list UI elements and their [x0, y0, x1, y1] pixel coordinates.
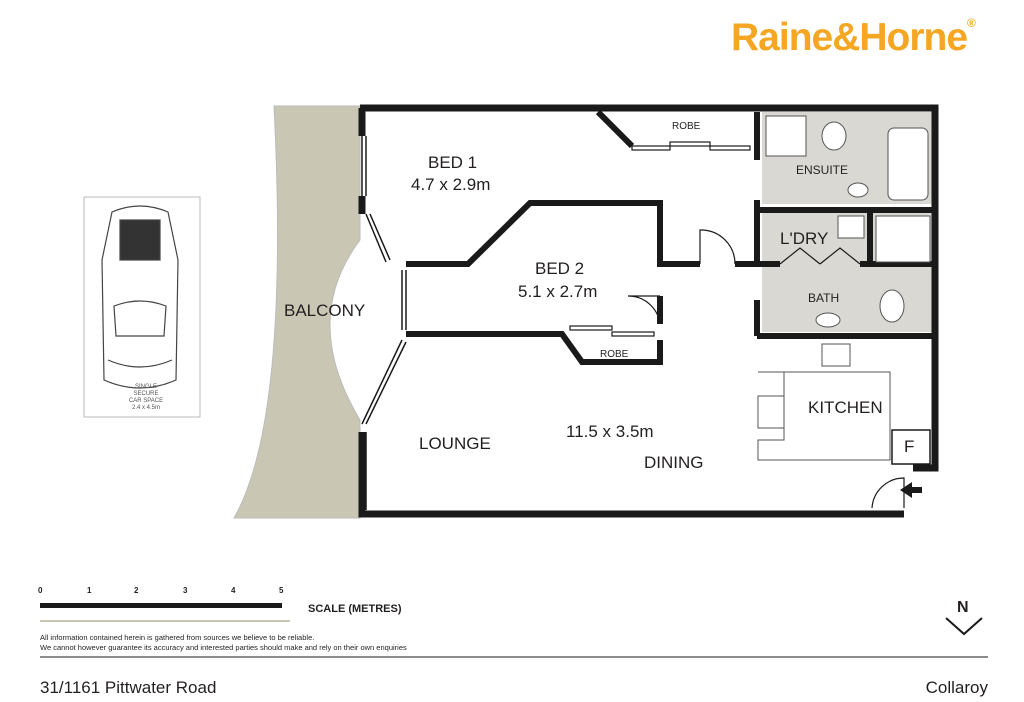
wall-robe1 — [595, 109, 635, 149]
robe2-slider-a — [569, 325, 613, 331]
entry-arrow-icon — [900, 482, 922, 498]
kitchen-cooktop — [821, 343, 851, 367]
scale-tick-4: 4 — [231, 586, 236, 595]
bath-label: BATH — [808, 291, 839, 305]
door-bed2 — [699, 229, 736, 265]
ensuite-toilet — [821, 121, 847, 151]
robe1-slider-c — [709, 145, 751, 151]
scale-tick-3: 3 — [183, 586, 188, 595]
car-icon — [101, 205, 179, 389]
robe2-slider-b — [611, 331, 655, 337]
fridge-label: F — [904, 437, 914, 456]
fridge-box — [891, 429, 931, 465]
scale-label: SCALE (METRES) — [308, 603, 402, 615]
car-line3: CAR SPACE — [129, 398, 163, 404]
dining-label: DINING — [644, 453, 704, 472]
robe1-label: ROBE — [672, 121, 701, 132]
wall-bed2-bottom — [406, 331, 663, 365]
window-bed1 — [361, 136, 367, 196]
robe1-slider-b — [669, 141, 711, 147]
property-suburb: Collaroy — [925, 678, 988, 697]
laundry-label: L'DRY — [780, 229, 828, 248]
car-space-box — [83, 196, 201, 418]
window-bed1-bay — [365, 213, 391, 263]
kitchen-sink — [757, 395, 785, 429]
disclaimer-line2: We cannot however guarantee its accuracy… — [40, 642, 407, 652]
bath-toilet — [879, 289, 905, 323]
window-bed2 — [401, 270, 407, 330]
ensuite-shower — [765, 115, 807, 157]
bed2-label: BED 2 — [535, 259, 584, 278]
scale-bar-line — [40, 603, 282, 608]
outer-wall-top — [360, 104, 939, 472]
car-line4: 2.4 x 4.5m — [132, 405, 160, 411]
scale-tick-1: 1 — [87, 586, 92, 595]
lounge-label: LOUNGE — [419, 434, 491, 453]
window-lounge — [361, 339, 407, 425]
robe1-slider-a — [631, 145, 671, 151]
scale-tick-5: 5 — [279, 586, 284, 595]
bath-floor — [762, 268, 932, 332]
brand-logo: Raine&Horne® — [731, 16, 976, 60]
disclaimer-line1: All information contained herein is gath… — [40, 633, 315, 642]
door-bed2-entry — [627, 295, 661, 325]
scale-bar: 0 1 2 3 4 5 SCALE (METRES) — [38, 586, 402, 622]
car-line1: SINGLE — [135, 384, 157, 390]
balcony-label: BALCONY — [284, 301, 365, 320]
door-entry — [871, 477, 905, 509]
bath-shower — [875, 215, 931, 263]
ensuite-basin — [847, 182, 869, 198]
property-address: 31/1161 Pittwater Road — [40, 678, 217, 697]
kitchen-bench — [757, 371, 891, 461]
brand-mark: ® — [967, 16, 976, 30]
car-line2: SECURE — [133, 391, 158, 397]
living-size: 11.5 x 3.5m — [566, 422, 654, 441]
bed2-size: 5.1 x 2.7m — [518, 282, 597, 301]
laundry-tub — [837, 215, 865, 239]
window-lounge2 — [361, 432, 367, 510]
compass-icon: N — [945, 599, 983, 636]
door-laundry-left — [779, 247, 821, 265]
door-laundry-right — [819, 247, 861, 265]
compass-label: N — [957, 599, 969, 616]
bed1-size: 4.7 x 2.9m — [411, 175, 490, 194]
robe2-label: ROBE — [600, 349, 629, 360]
scale-bar-shadow — [40, 620, 290, 622]
balcony-area — [233, 105, 361, 519]
disclaimer: All information contained herein is gath… — [40, 633, 407, 652]
scale-tick-0: 0 — [38, 586, 43, 595]
ensuite-label: ENSUITE — [796, 163, 848, 177]
wall-bed2-top — [406, 200, 700, 267]
scale-tick-2: 2 — [134, 586, 139, 595]
ensuite-bath — [887, 127, 929, 201]
brand-name: Raine&Horne — [731, 16, 968, 59]
kitchen-label: KITCHEN — [808, 398, 883, 417]
bed1-label: BED 1 — [428, 153, 477, 172]
bath-basin — [815, 312, 841, 328]
